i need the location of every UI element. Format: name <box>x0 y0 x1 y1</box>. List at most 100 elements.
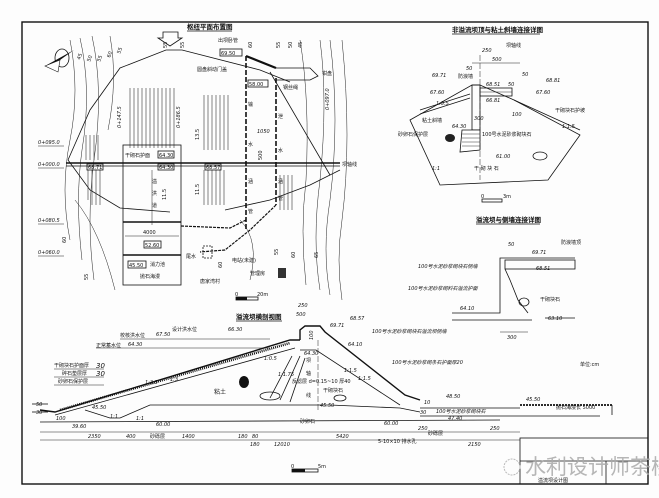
label-outlet: 尾水 <box>186 253 196 260</box>
s-check-flood: 校核洪水位 <box>120 332 145 339</box>
plan-contours-15: 60 <box>291 252 297 258</box>
detail-side-wall: 溢流坝与侧墙连接详图 防浪墙顶 100号水泥砂浆砌块石侧墙 100号水泥砂浆砌料… <box>408 215 581 341</box>
s-dry-stone: 干砌块石 <box>323 387 343 394</box>
s-scale-max: 5m <box>318 464 326 470</box>
s-elev-8: 39.60 <box>72 424 86 430</box>
station-4: 0+147.5 <box>117 106 123 128</box>
plan-contours-1: 50 <box>86 55 94 63</box>
drawing-border <box>21 21 649 485</box>
plan-contours-13: 60 <box>218 262 224 268</box>
elev-plan-3: 64.30 <box>159 165 173 171</box>
gravel-icon <box>445 134 455 142</box>
d1-dim-2: 50 <box>466 66 472 72</box>
s-dim-4: 80 <box>252 434 258 440</box>
s-slope-4: 1:0.5 <box>264 356 277 362</box>
spillway-cross-section: 溢流坝横剖视图 校核洪水位 设计洪水位 正常蓄水位 干砌块石护面厚 30 碎石垫 <box>32 303 613 473</box>
label-pipe-g: 涵 <box>278 178 283 185</box>
d1-elev-4: 67.60 <box>536 90 550 96</box>
s-slope-5: 1:1.75 <box>278 372 294 378</box>
d1-slope-2: 1:1 <box>432 166 440 172</box>
label-gate: 圆盘斜动门盖 <box>197 66 227 73</box>
stone-icon <box>532 151 548 161</box>
s-design-flood: 设计洪水位 <box>172 326 197 333</box>
d1-dry-slope: 干砌块石护坡 <box>555 107 585 114</box>
label-pipe-d: 管 <box>248 208 253 215</box>
label-stilling: 消力池 <box>150 261 165 268</box>
s-scale-zero: 0 <box>291 464 294 470</box>
station-2: 0+080.5 <box>38 218 60 224</box>
s-elev-7: 45.50 <box>92 405 106 411</box>
title-block: 溢流坝设计图 <box>519 437 649 485</box>
s-elev-1: 66.30 <box>228 327 242 333</box>
d2-dim-0: 50 <box>508 242 514 248</box>
s-filter: 反滤层 d=0.15~10 厚40 <box>292 378 351 385</box>
s-normal: 正常蓄水位 <box>96 342 121 349</box>
elev-plan-7: 45.50 <box>129 263 143 269</box>
s-slope-1: 1:3 <box>170 377 178 383</box>
d1-scale-zero: 0 <box>481 194 484 200</box>
station-0: 0+095.0 <box>38 140 60 146</box>
s-elev-5: 64.10 <box>348 342 362 348</box>
plan-contours-5: 55 <box>163 42 169 48</box>
d1-elev-0: 69.71 <box>432 73 446 79</box>
d1-elev-7: 61.00 <box>496 154 510 160</box>
d1-dim-4: 50 <box>508 82 514 88</box>
s-dim-6: 12010 <box>274 442 290 448</box>
s-mortar-wall: 100号水泥砂浆砌块石溢流坝侧墙 <box>372 328 448 335</box>
s-dim-1: 400 <box>126 434 136 440</box>
label-spillway-b: 洪 <box>152 190 157 197</box>
boulder-icon <box>239 376 249 388</box>
s-mortar-face: 100号水泥砂浆砌条石护面厚20 <box>392 359 463 366</box>
d2-parapet: 防浪墙顶 <box>561 239 581 246</box>
s-axis-a: 坝 <box>306 357 311 364</box>
label-pipe-b: 水 <box>248 141 253 148</box>
label-mgmt: 管理房 <box>250 270 265 277</box>
dim-plan-1: 11.5 <box>195 184 201 195</box>
s-slope-0: 1:3.5 <box>145 380 158 386</box>
dim-plan-5: 500 <box>258 150 264 160</box>
label-outlet-pipe: 出坝卧管 <box>218 37 238 44</box>
dim-plan-2: 11.5 <box>162 189 168 200</box>
d1-slope-1: 1:1.5 <box>562 124 575 130</box>
s-dim-0: 2350 <box>88 434 101 440</box>
s-elev-11: 60.00 <box>384 421 398 427</box>
elev-plan-1: 58.00 <box>249 82 263 88</box>
plan-contours-11: 55 <box>84 274 90 280</box>
watermark-text: 水利设计师茶楼 <box>525 455 659 479</box>
d1-elev-5: 66.81 <box>486 98 500 104</box>
plan-title: 枢纽平面布置图 <box>187 22 233 31</box>
s-layer2-val: 30 <box>96 370 105 378</box>
s-elev-0: 67.50 <box>156 332 170 338</box>
station-5: 0+186.5 <box>176 106 182 128</box>
d2-side-wall: 100号水泥砂浆砌块石侧墙 <box>418 263 479 270</box>
dim-plan-0: 13.5 <box>195 129 201 140</box>
s-elev-3: 69.71 <box>330 323 344 329</box>
s-dim-11: 50 <box>36 402 42 408</box>
plan-contours-14: 55 <box>274 249 280 255</box>
s-elev-13: 47.40 <box>448 416 462 422</box>
s-slope-7: 1:1.5 <box>358 376 371 382</box>
d1-elev-6: 64.30 <box>452 124 466 130</box>
d1-dim-0: 250 <box>482 48 492 54</box>
s-dim-7: 5420 <box>336 434 349 440</box>
s-mortar-apron: 100号水泥砂浆砌块石 <box>436 408 487 415</box>
plan-contours-16: 65 <box>314 252 320 258</box>
station-3: 0+060.0 <box>38 250 60 256</box>
d1-dim-6: 300 <box>474 116 484 122</box>
s-dim-14: 250 <box>298 303 308 309</box>
watermark: 水利设计师茶楼 <box>503 455 659 479</box>
s-dim-13: 100 <box>56 416 66 422</box>
s-elev-10: 60.00 <box>156 422 170 428</box>
s-layer3: 砂卵石保护层 <box>58 378 88 385</box>
d1-mortar: 100号水泥砂浆砌块石 <box>482 131 532 138</box>
detail-crest-connection: 非溢流坝顶与粘土斜墙连接详图 坝轴线 防浪墙 干砌块石护坡 砂卵石保护层 粘土斜… <box>398 25 585 203</box>
s-unit: 单位:cm <box>580 361 599 368</box>
d1-parapet: 防浪墙 <box>458 73 473 80</box>
s-layer1-val: 30 <box>96 362 105 370</box>
plan-scale-bar: 0 20m <box>235 292 268 301</box>
d2-elev-3: 63.10 <box>548 316 562 322</box>
s-dim-12: 30 <box>36 410 42 416</box>
d2-elev-0: 69.71 <box>532 250 546 256</box>
s-drain: 5-10×10 排水孔 <box>378 438 417 445</box>
